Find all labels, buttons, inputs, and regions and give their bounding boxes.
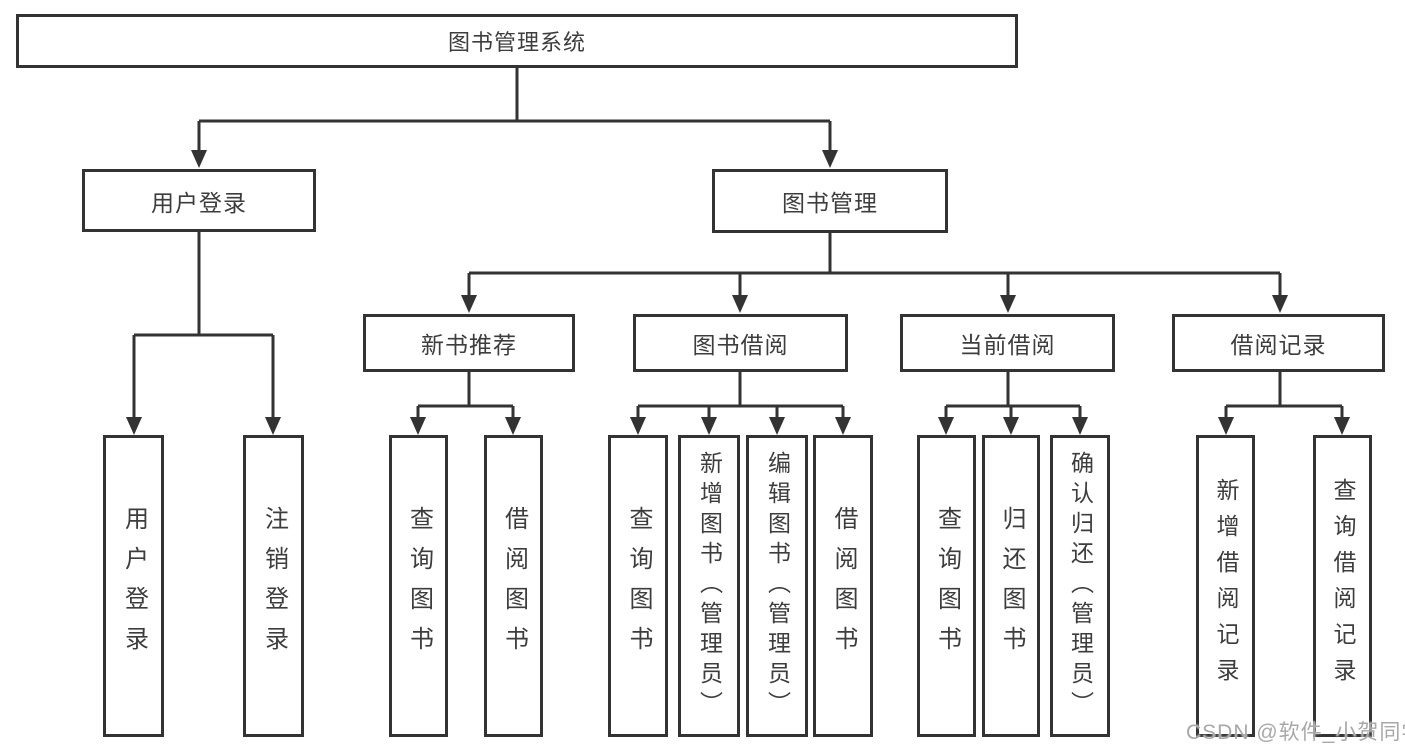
leaf-add-borrow-record: 新增借阅记录 bbox=[1196, 435, 1255, 737]
arrowhead-icon bbox=[126, 417, 142, 435]
leaf-add-book-admin-label: 新增图书（管理员） bbox=[696, 451, 723, 721]
node-current-borrow: 当前借阅 bbox=[900, 314, 1115, 372]
csdn-watermark: CSDN @软件_小贺同学 bbox=[1186, 721, 1405, 744]
node-book-management-label: 图书管理 bbox=[782, 190, 878, 216]
arrowhead-icon bbox=[505, 417, 521, 435]
arrowhead-icon bbox=[1272, 295, 1288, 313]
arrowhead-icon bbox=[1334, 417, 1350, 435]
arrowhead-icon bbox=[1072, 417, 1088, 435]
node-library-system-label: 图书管理系统 bbox=[447, 30, 586, 55]
leaf-return-book-label: 归还图书 bbox=[998, 506, 1025, 666]
arrowhead-icon bbox=[732, 295, 748, 313]
leaf-borrow-book-2-label: 借阅图书 bbox=[830, 506, 857, 666]
node-new-book-recommend: 新书推荐 bbox=[363, 314, 575, 372]
node-user-login: 用户登录 bbox=[82, 169, 316, 232]
arrowhead-icon bbox=[630, 417, 646, 435]
node-borrow-record-label: 借阅记录 bbox=[1230, 332, 1327, 358]
node-book-borrow-label: 图书借阅 bbox=[692, 332, 789, 358]
node-book-management: 图书管理 bbox=[712, 169, 948, 233]
arrowhead-icon bbox=[938, 417, 954, 435]
leaf-borrow-book-1-label: 借阅图书 bbox=[500, 506, 528, 666]
leaf-confirm-return-admin: 确认归还（管理员） bbox=[1050, 435, 1110, 737]
arrowhead-icon bbox=[769, 417, 785, 435]
node-new-book-recommend-label: 新书推荐 bbox=[421, 332, 517, 358]
leaf-query-book-1-label: 查询图书 bbox=[405, 506, 433, 666]
node-user-login-label: 用户登录 bbox=[151, 189, 247, 216]
leaf-query-book-2-label: 查询图书 bbox=[625, 506, 652, 666]
leaf-query-book-1: 查询图书 bbox=[389, 435, 448, 737]
arrowhead-icon bbox=[461, 295, 477, 313]
arrowhead-icon bbox=[701, 417, 717, 435]
leaf-user-login: 用户登录 bbox=[103, 435, 164, 737]
leaf-query-borrow-record-label: 查询借阅记录 bbox=[1330, 478, 1356, 694]
leaf-confirm-return-admin-label: 确认归还（管理员） bbox=[1067, 451, 1094, 721]
leaf-user-login-label: 用户登录 bbox=[120, 506, 148, 666]
arrowhead-icon bbox=[410, 417, 426, 435]
leaf-query-book-3: 查询图书 bbox=[917, 435, 976, 737]
node-library-system: 图书管理系统 bbox=[16, 14, 1018, 68]
leaf-add-book-admin: 新增图书（管理员） bbox=[678, 435, 740, 737]
node-current-borrow-label: 当前借阅 bbox=[959, 332, 1056, 358]
leaf-query-book-3-label: 查询图书 bbox=[933, 506, 961, 666]
leaf-logout-label: 注销登录 bbox=[260, 506, 288, 666]
arrowhead-icon bbox=[1003, 417, 1019, 435]
arrowhead-icon bbox=[822, 150, 838, 168]
leaf-borrow-book-2: 借阅图书 bbox=[813, 435, 873, 737]
leaf-return-book: 归还图书 bbox=[982, 435, 1040, 737]
arrowhead-icon bbox=[1000, 295, 1016, 313]
arrowhead-icon bbox=[265, 417, 281, 435]
leaf-add-borrow-record-label: 新增借阅记录 bbox=[1213, 478, 1239, 694]
tree-connectors bbox=[132, 67, 1344, 420]
leaf-edit-book-admin-label: 编辑图书（管理员） bbox=[764, 451, 791, 721]
node-book-borrow: 图书借阅 bbox=[633, 314, 848, 372]
arrowhead-icon bbox=[1218, 417, 1234, 435]
arrowhead-icon bbox=[191, 150, 207, 168]
node-borrow-record: 借阅记录 bbox=[1172, 314, 1385, 372]
arrowhead-icon bbox=[835, 417, 851, 435]
leaf-edit-book-admin: 编辑图书（管理员） bbox=[746, 435, 808, 737]
leaf-logout: 注销登录 bbox=[243, 435, 304, 737]
leaf-query-borrow-record: 查询借阅记录 bbox=[1313, 435, 1372, 737]
leaf-borrow-book-1: 借阅图书 bbox=[484, 435, 543, 737]
leaf-query-book-2: 查询图书 bbox=[608, 435, 668, 737]
